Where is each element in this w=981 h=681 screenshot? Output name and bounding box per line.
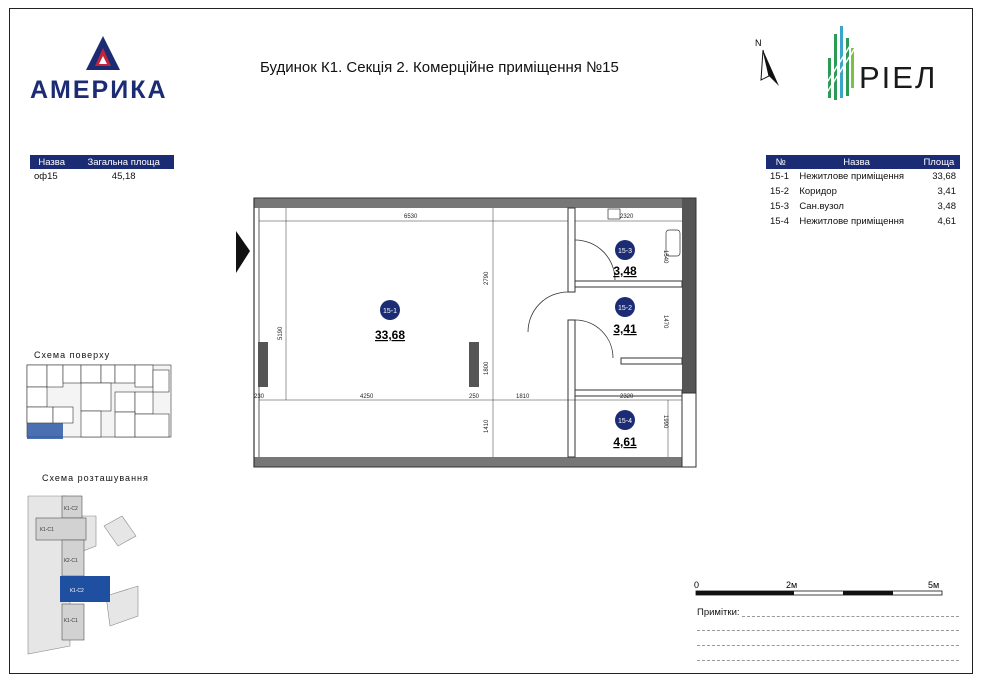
room-marker: 15-1 33,68 (375, 300, 405, 342)
wall-bottom (254, 457, 696, 467)
riel-logo-text: РІЕЛ (859, 60, 937, 95)
column (469, 342, 479, 387)
scale-label: 2м (786, 580, 797, 590)
rooms-cell: Сан.вузол (799, 201, 844, 212)
rooms-header: Назва (795, 155, 918, 169)
table-row: 15-2 Коридор 3,41 (766, 184, 960, 199)
dimension-label: 1810 (516, 394, 530, 400)
rooms-cell: Коридор (799, 186, 837, 197)
rooms-cell: 15-4 (770, 216, 790, 227)
riel-logo-mark-icon (825, 26, 856, 100)
site-scheme: К1-С2 К1-С1 К2-С1 К1-С2 К1-С1 (26, 486, 142, 656)
room-marker: 15-3 3,48 (613, 240, 637, 278)
site-label: К1-С1 (64, 618, 78, 624)
table-row: 15-3 Сан.вузол 3,48 (766, 199, 960, 214)
entrance-arrow-icon (236, 231, 250, 273)
summary-cell: оф15 (34, 171, 58, 182)
floor-plan: 6530 2320 5190 2790 1800 230 4250 250 18… (236, 195, 700, 477)
scale-label: 0 (694, 580, 699, 590)
room-area: 4,61 (613, 435, 637, 449)
room-id: 15-2 (618, 305, 632, 312)
rooms-cell: 4,61 (937, 216, 957, 227)
amerika-logo-text: АМЕРИКА (30, 76, 168, 104)
highlighted-building (60, 576, 110, 602)
table-row: оф15 45,18 (30, 169, 174, 184)
page-title: Будинок К1. Секція 2. Комерційне приміще… (260, 59, 619, 76)
column (258, 342, 268, 387)
rooms-cell: 33,68 (932, 171, 956, 182)
table-row: 15-4 Нежитлове приміщення 4,61 (766, 214, 960, 229)
rooms-cell: 15-1 (770, 171, 790, 182)
room-id: 15-4 (618, 418, 632, 425)
riel-logo: РІЕЛ (825, 24, 965, 106)
dimension-label: 4250 (360, 394, 374, 400)
room-area: 3,41 (613, 322, 637, 336)
dimension-label: 230 (254, 394, 265, 400)
summary-header: Назва (30, 155, 74, 169)
room-area: 3,48 (613, 264, 637, 278)
rooms-cell: Нежитлове приміщення (799, 171, 904, 182)
site-scheme-title: Схема розташування (42, 473, 149, 483)
rooms-table: № Назва Площа 15-1 Нежитлове приміщення … (766, 155, 960, 229)
scale-bar: 0 2м 5м (690, 578, 950, 598)
room-area: 33,68 (375, 328, 405, 342)
dimension-label: 1540 (662, 250, 668, 264)
rooms-cell: 3,48 (937, 201, 957, 212)
site-label: К1-С1 (40, 527, 54, 533)
rooms-cell: 15-3 (770, 201, 790, 212)
rooms-cell: Нежитлове приміщення (799, 216, 904, 227)
dimension-label: 250 (469, 394, 480, 400)
site-label: К1-С2 (64, 506, 78, 512)
dimension-label: 1410 (484, 419, 490, 433)
rooms-cell: 3,41 (937, 186, 957, 197)
note-line (697, 645, 959, 646)
site-label: К1-С2 (70, 588, 84, 594)
highlighted-unit (27, 423, 63, 439)
amerika-logo: АМЕРИКА (30, 36, 180, 104)
rooms-cell: 15-2 (770, 186, 790, 197)
note-line (697, 660, 959, 661)
dimension-label: 1990 (662, 415, 668, 429)
wall-top (254, 198, 696, 208)
dimension-label: 2320 (620, 394, 634, 400)
room-id: 15-3 (618, 248, 632, 255)
north-arrow-icon: N (755, 36, 785, 96)
summary-table: Назва Загальна площа оф15 45,18 (30, 155, 174, 184)
floor-scheme (26, 362, 174, 442)
dimension-label: 6530 (404, 214, 418, 220)
rooms-header: Площа (917, 155, 960, 169)
room-id: 15-1 (383, 308, 397, 315)
room-marker: 15-2 3,41 (613, 297, 637, 336)
summary-header: Загальна площа (73, 155, 174, 169)
summary-cell: 45,18 (111, 171, 136, 182)
page-frame (9, 8, 973, 674)
room-marker: 15-4 4,61 (613, 410, 637, 449)
rooms-header: № (766, 155, 796, 169)
site-label: К2-С1 (64, 558, 78, 564)
amerika-logo-mark-icon (86, 36, 120, 70)
dimension-label: 2790 (484, 271, 490, 285)
dimension-label: 5190 (278, 326, 284, 340)
dimension-label: 1470 (662, 315, 668, 329)
dimension-label: 2320 (620, 214, 634, 220)
scale-label: 5м (928, 580, 939, 590)
notes-label: Примітки: (697, 607, 740, 618)
dimension-label: 1800 (484, 361, 490, 375)
note-line (742, 616, 959, 617)
wall-right (682, 198, 696, 393)
floor-scheme-title: Схема поверху (34, 350, 111, 360)
north-label: N (755, 38, 762, 48)
note-line (697, 630, 959, 631)
table-row: 15-1 Нежитлове приміщення 33,68 (766, 169, 960, 184)
